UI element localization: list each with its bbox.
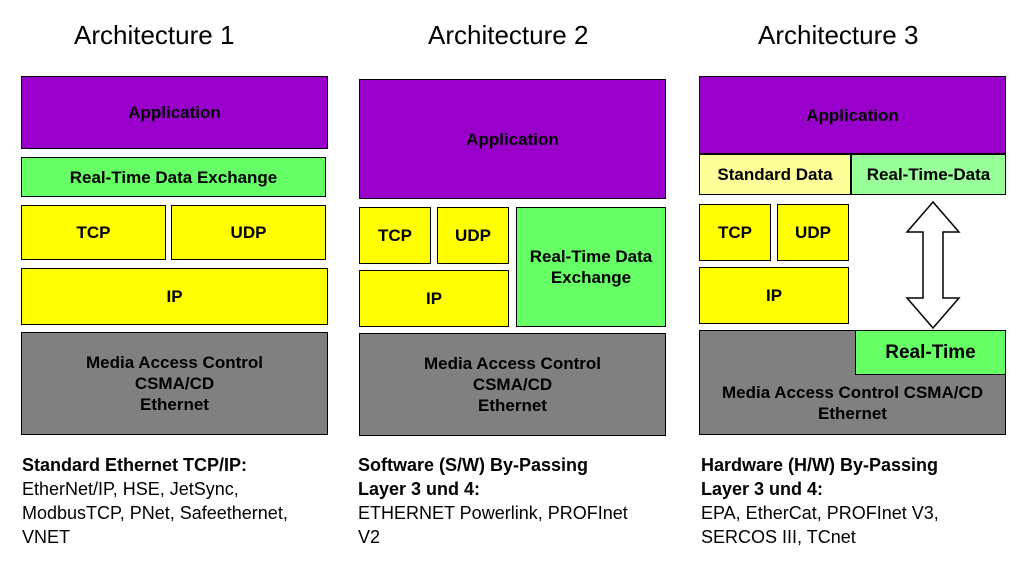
arch3-tcp-layer: TCP: [699, 204, 771, 261]
arch2-rtde-layer: Real-Time Data Exchange: [516, 207, 666, 327]
arch1-application-layer: Application: [21, 76, 328, 149]
arch1-ip-layer: IP: [21, 268, 328, 325]
arch3-title: Architecture 3: [758, 20, 919, 50]
arch1-rtde-layer: Real-Time Data Exchange: [21, 157, 326, 197]
arch2-udp-layer: UDP: [437, 207, 509, 264]
arch3-ip-layer: IP: [699, 267, 849, 324]
arch3-caption-body: EPA, EtherCat, PROFInet V3, SERCOS III, …: [701, 503, 939, 547]
arch3-real-time-layer: Real-Time: [855, 330, 1006, 375]
arch1-caption-head: Standard Ethernet TCP/IP:: [22, 455, 248, 475]
arch1-caption: Standard Ethernet TCP/IP: EtherNet/IP, H…: [22, 453, 288, 549]
arch1-mac-layer: Media Access Control CSMA/CD Ethernet: [21, 332, 328, 435]
arch2-caption: Software (S/W) By-Passing Layer 3 und 4:…: [358, 453, 628, 549]
arch1-title: Architecture 1: [74, 20, 235, 50]
arch3-caption: Hardware (H/W) By-Passing Layer 3 und 4:…: [701, 453, 939, 549]
arch2-caption-head: Software (S/W) By-Passing Layer 3 und 4:: [358, 455, 589, 499]
arch3-caption-head: Hardware (H/W) By-Passing Layer 3 und 4:: [701, 455, 939, 499]
arch2-ip-layer: IP: [359, 270, 509, 327]
arch3-rt-data-layer: Real-Time-Data: [851, 154, 1006, 195]
arch2-title: Architecture 2: [428, 20, 589, 50]
arch3-udp-layer: UDP: [777, 204, 849, 261]
arch3-standard-data-layer: Standard Data: [699, 154, 851, 195]
arch1-caption-body: EtherNet/IP, HSE, JetSync, ModbusTCP, PN…: [22, 479, 288, 547]
double-arrow-icon: [905, 200, 961, 330]
arch1-tcp-layer: TCP: [21, 205, 166, 260]
arch2-caption-body: ETHERNET Powerlink, PROFInet V2: [358, 503, 628, 547]
arch2-tcp-layer: TCP: [359, 207, 431, 264]
arch2-application-layer: Application: [359, 79, 666, 199]
arch1-udp-layer: UDP: [171, 205, 326, 260]
arch3-application-layer: Application: [699, 76, 1006, 154]
arch2-mac-layer: Media Access Control CSMA/CD Ethernet: [359, 333, 666, 436]
